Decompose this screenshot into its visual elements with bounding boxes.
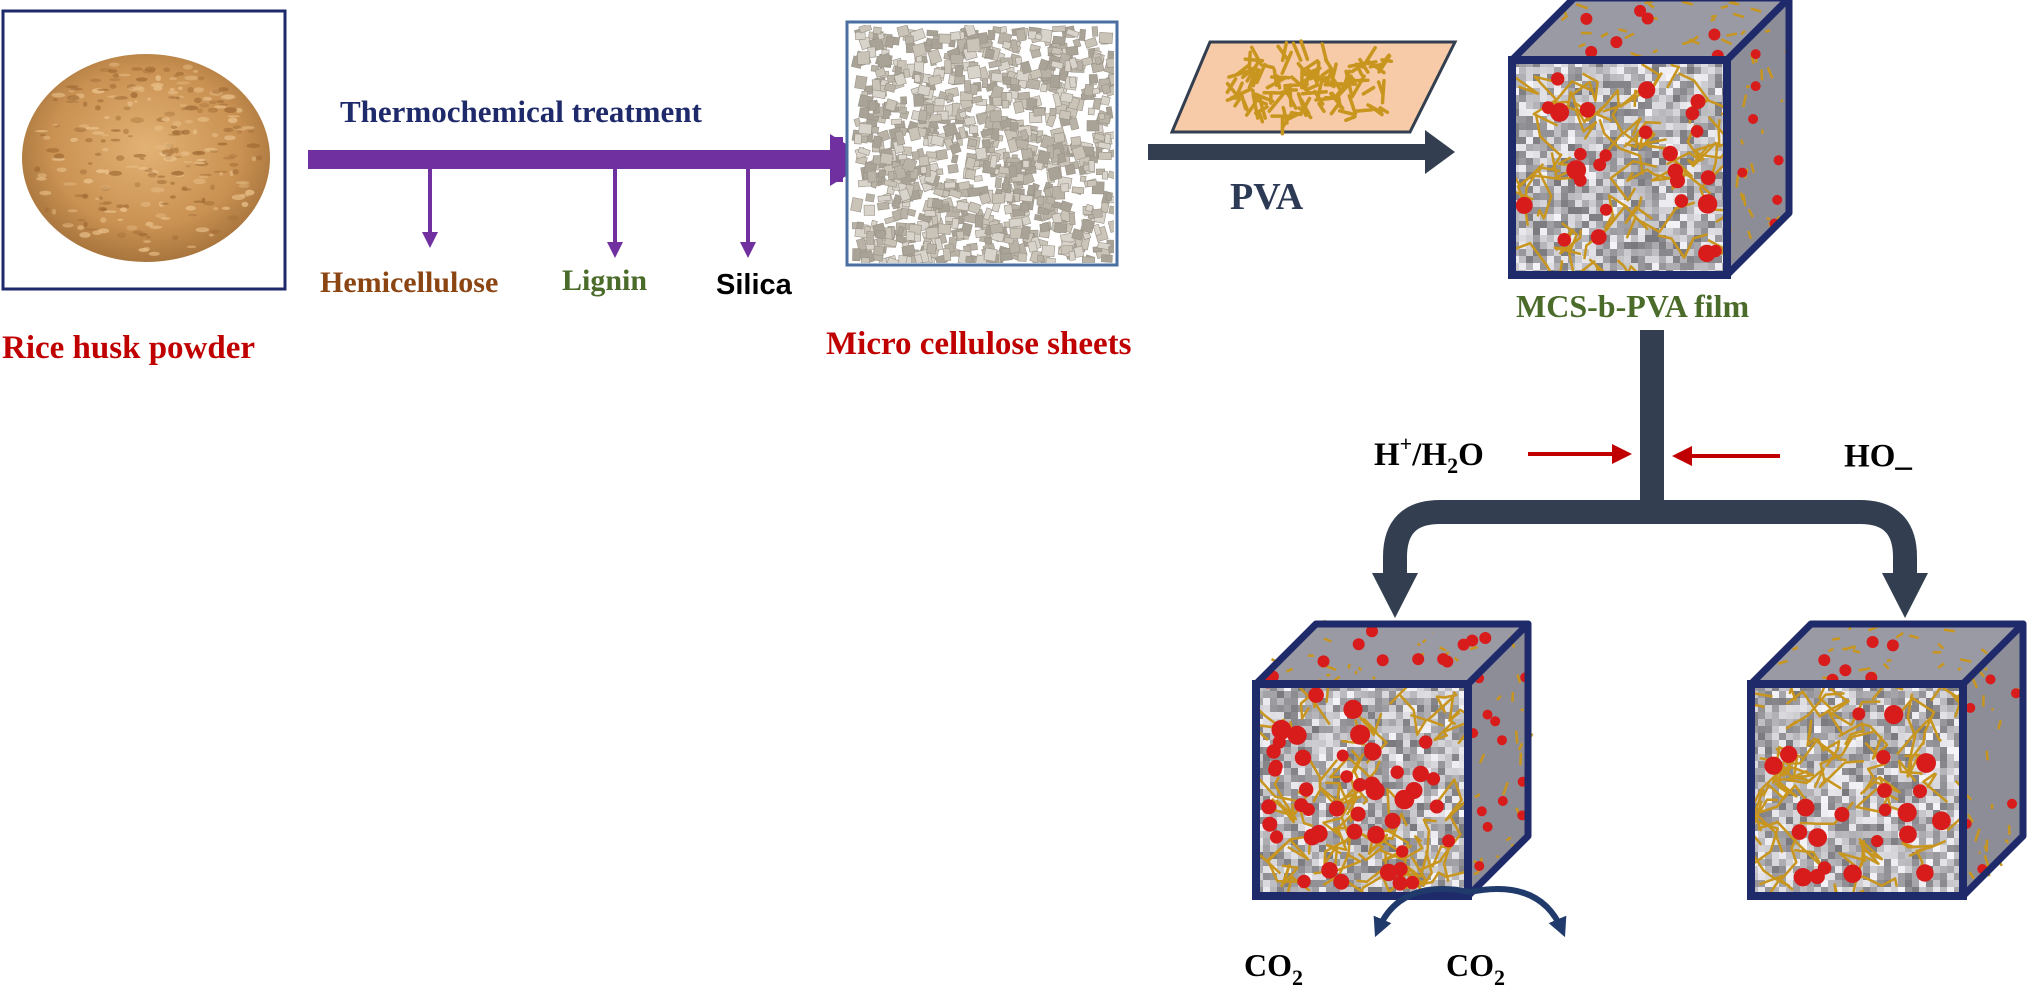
hemicellulose-label: Hemicellulose — [320, 266, 498, 299]
rice-husk-powder-image — [1, 9, 287, 291]
lignin-label: Lignin — [562, 264, 647, 297]
micro-cellulose-sheets-image — [845, 20, 1119, 267]
film-label: MCS-b-PVA film — [1516, 288, 1750, 324]
pva-label: PVA — [1230, 176, 1304, 218]
co2-left-label: CO2 — [1244, 947, 1303, 990]
co2-right-label: CO2 — [1446, 947, 1505, 990]
treatment-arrow — [308, 134, 872, 186]
acid-degraded-cube — [1252, 619, 1534, 900]
acid-label: H+/H2O — [1374, 431, 1484, 478]
film-cube — [1508, 0, 1793, 279]
base-label-group: ¯OH — [1844, 437, 1913, 473]
micro-cellulose-label: Micro cellulose sheets — [826, 326, 1132, 362]
degradation-split-arrows — [1372, 330, 1928, 618]
silica-label: Silica — [716, 269, 793, 301]
treatment-label: Thermochemical treatment — [340, 94, 703, 129]
removal-arrows — [422, 168, 756, 258]
co2-release-arrows — [1373, 886, 1567, 938]
rice-husk-label: Rice husk powder — [2, 330, 255, 366]
pva-arrow — [1148, 130, 1455, 174]
base-label: ¯OH — [1844, 437, 1913, 473]
pva-film-sheet-image — [1169, 39, 1458, 136]
base-degraded-cube — [1747, 620, 2027, 900]
